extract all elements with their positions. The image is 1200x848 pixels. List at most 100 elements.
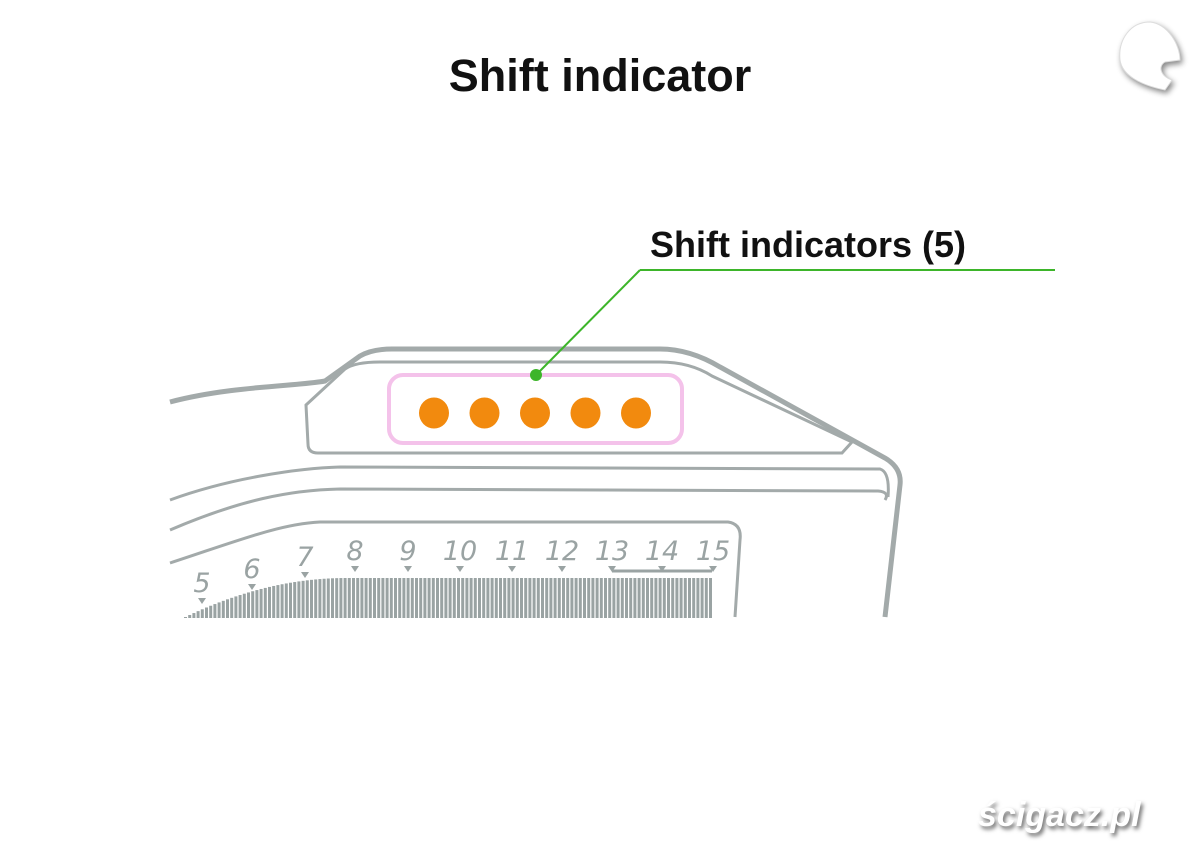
rpm-bar-segment (331, 578, 334, 618)
rpm-bar-segment (368, 578, 372, 618)
rpm-bar-segment (692, 578, 696, 618)
rpm-bar-segment (268, 586, 271, 618)
rpm-bar-segment (700, 578, 704, 618)
rpm-bar-segment (499, 578, 502, 618)
rpm-bar-segment (545, 578, 549, 618)
tick-mark (404, 566, 412, 572)
tachometer-bar-graph (184, 578, 712, 618)
rpm-bar-segment (578, 578, 582, 618)
rpm-bar-segment (688, 578, 691, 618)
rpm-bar-segment (486, 578, 490, 618)
rpm-bar-segment (301, 580, 305, 618)
rpm-bar-segment (570, 578, 574, 618)
tick-mark (351, 566, 359, 572)
tick-mark (508, 566, 516, 572)
shift-light-1 (419, 397, 449, 429)
shift-light-5 (621, 397, 651, 429)
shift-light-2 (469, 397, 500, 429)
rpm-bar-segment (284, 583, 288, 618)
rpm-bar-segment (226, 599, 229, 618)
rpm-bar-segment (587, 578, 591, 618)
rpm-bar-segment (650, 578, 654, 618)
rpm-bar-segment (465, 578, 469, 618)
rpm-bar-segment (452, 578, 456, 618)
rpm-bar-segment (436, 578, 439, 618)
tick-label-9: 9 (399, 536, 416, 567)
rpm-bar-segment (515, 578, 519, 618)
rpm-bar-segment (389, 578, 393, 618)
rpm-bar-segment (297, 581, 301, 618)
rpm-bar-segment (562, 578, 565, 618)
rpm-bar-segment (448, 578, 452, 618)
rpm-bar-segment (583, 578, 586, 618)
callout-label: Shift indicators (5) (650, 224, 967, 265)
tick-mark (658, 566, 666, 572)
rpm-bar-segment (541, 578, 544, 618)
watermark: ścigacz.pl (978, 796, 1141, 834)
rpm-bar-segment (377, 578, 381, 618)
tick-label-6: 6 (243, 554, 260, 585)
rpm-bar-segment (381, 578, 385, 618)
rpm-bar-segment (293, 582, 297, 618)
rpm-bar-segment (213, 604, 217, 618)
rpm-bar-segment (415, 578, 418, 618)
rpm-bar-segment (482, 578, 486, 618)
rpm-bar-segment (272, 585, 276, 618)
rpm-bar-segment (188, 614, 192, 618)
rpm-bar-segment (616, 578, 620, 618)
rpm-bar-segment (633, 578, 637, 618)
rpm-bar-segment (478, 578, 481, 618)
rpm-bar-segment (398, 578, 402, 618)
tick-label-5: 5 (193, 568, 210, 599)
rpm-bar-segment (494, 578, 498, 618)
rpm-bar-segment (234, 596, 238, 618)
rpm-bar-segment (402, 578, 406, 618)
rpm-bar-segment (608, 578, 612, 618)
tick-mark (198, 598, 206, 604)
shift-light-3 (520, 397, 550, 429)
rpm-bar-segment (200, 609, 204, 618)
rpm-bar-segment (427, 578, 431, 618)
rpm-bar-segment (675, 578, 679, 618)
rpm-bar-segment (360, 578, 364, 618)
tick-mark (301, 572, 309, 578)
rpm-bar-segment (255, 590, 259, 618)
rpm-bar-segment (637, 578, 641, 618)
rpm-bar-segment (276, 585, 280, 618)
rpm-bar-segment (566, 578, 570, 618)
rpm-bar-segment (230, 597, 234, 618)
rpm-bar-segment (343, 578, 347, 618)
rpm-bar-segment (667, 578, 670, 618)
rpm-bar-segment (662, 578, 666, 618)
rpm-bar-segment (322, 578, 326, 618)
rpm-bar-segment (528, 578, 532, 618)
rpm-bar-segment (503, 578, 507, 618)
tick-label-8: 8 (346, 536, 363, 567)
rpm-bar-segment (394, 578, 397, 618)
rpm-bar-segment (696, 578, 700, 618)
rpm-bar-segment (238, 595, 242, 618)
rpm-bar-segment (654, 578, 658, 618)
rpm-bar-segment (247, 592, 250, 618)
tick-mark (709, 566, 717, 572)
tick-mark (456, 566, 464, 572)
rpm-bar-segment (356, 578, 360, 618)
rpm-bar-segment (595, 578, 599, 618)
rpm-bar-segment (574, 578, 578, 618)
rpm-bar-segment (591, 578, 595, 618)
rpm-bar-segment (305, 580, 309, 618)
rpm-bar-segment (524, 578, 528, 618)
helmet-logo-icon (1119, 21, 1181, 91)
rpm-bar-segment (511, 578, 515, 618)
rpm-bar-segment (629, 578, 633, 618)
rpm-bar-segment (347, 578, 351, 618)
tick-label-15: 15 (696, 536, 730, 567)
rpm-bar-segment (557, 578, 561, 618)
rpm-bar-segment (209, 605, 213, 618)
rpm-bar-segment (318, 579, 322, 618)
rpm-bar-segment (184, 617, 187, 618)
rpm-bar-segment (532, 578, 536, 618)
rpm-bar-segment (339, 578, 343, 618)
tick-mark (558, 566, 566, 572)
rpm-bar-segment (641, 578, 645, 618)
